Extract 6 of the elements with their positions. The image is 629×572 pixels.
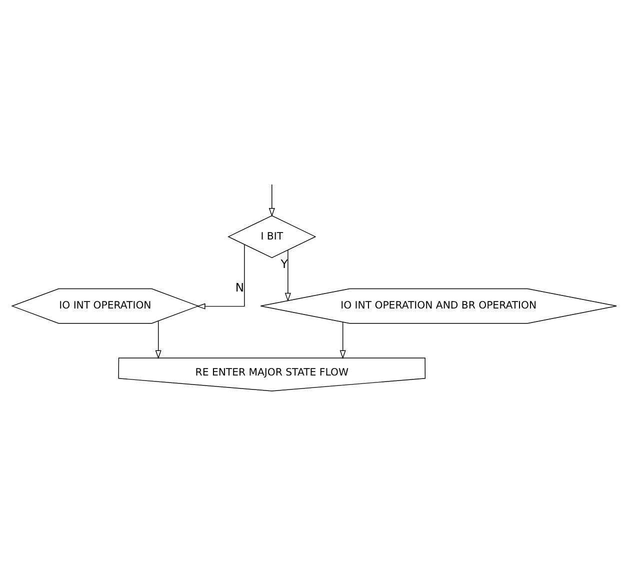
arrow <box>340 321 346 358</box>
node-diamond: I BIT <box>228 214 316 258</box>
arrow <box>155 320 162 358</box>
arrow <box>268 184 275 216</box>
arrow <box>196 244 245 309</box>
edge-label: N <box>235 280 244 294</box>
